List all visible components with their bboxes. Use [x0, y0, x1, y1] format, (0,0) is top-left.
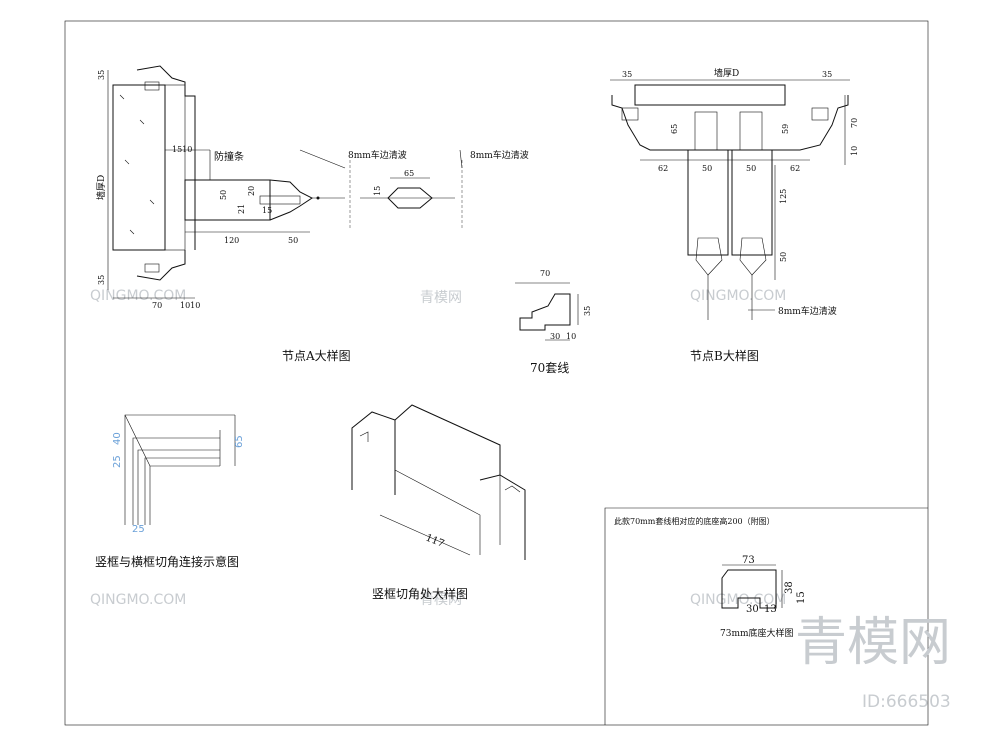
node-a-detail: 35 35 墙厚D 1510 防撞条 50 21 20 15 120 50 70…	[95, 65, 529, 363]
wall-section	[634, 84, 786, 106]
dim-text: 35	[622, 70, 632, 79]
dim-text: 65	[670, 124, 679, 134]
dim-text: 35	[583, 306, 592, 316]
watermark-cn: 青模网	[420, 290, 462, 306]
wall-section	[112, 84, 166, 251]
dim-text: 25	[112, 455, 123, 468]
dim-text: 1010	[180, 301, 200, 310]
trim-profile-bottom	[136, 250, 186, 281]
dim-text: 30	[746, 604, 759, 615]
dim-text: 120	[224, 236, 239, 245]
trim-profile-top	[136, 65, 196, 250]
trim-profile-b	[611, 95, 849, 151]
dim-text: 15	[373, 186, 382, 196]
trim-70-detail: 70 35 30 10 70套线	[515, 269, 592, 375]
glass-edge-label: 8mm车边清波	[470, 149, 529, 161]
dim-text: 70	[850, 118, 859, 128]
drawing-frame	[64, 20, 929, 726]
dim-text: 1510	[172, 145, 192, 154]
dim-text: 35	[822, 70, 832, 79]
dim-text: 10	[850, 146, 859, 156]
corner-cut-caption: 竖框切角处大样图	[372, 586, 468, 601]
dim-text: 15	[796, 591, 807, 604]
dim-text: 20	[247, 186, 256, 196]
dim-text: 38	[784, 581, 795, 594]
base-73-caption: 73mm底座大样图	[720, 627, 794, 639]
watermark-en: QINGMO.COM	[90, 288, 186, 304]
base-note: 此款70mm套线相对应的底座高200（附图）	[614, 516, 775, 526]
glass-edge-label: 8mm车边清波	[348, 149, 407, 161]
dim-text: 65	[234, 435, 245, 448]
dim-text: 30	[550, 332, 560, 341]
dim-text: 21	[237, 204, 246, 214]
dim-text: 15	[262, 206, 272, 215]
dim-text: 65	[404, 169, 414, 178]
dim-text: 70	[152, 301, 162, 310]
watermark-id: ID:666503	[862, 692, 951, 712]
trim-70-profile	[519, 293, 571, 331]
dim-text: 62	[790, 164, 800, 173]
corner-joint-caption: 竖框与横框切角连接示意图	[95, 554, 239, 569]
dim-text: 10	[566, 332, 576, 341]
dim-text: 117	[424, 533, 446, 550]
dim-text: 62	[658, 164, 668, 173]
dim-text: 50	[746, 164, 756, 173]
dim-text: 50	[702, 164, 712, 173]
corner-joint-detail: 40 25 65 25 竖框与横框切角连接示意图	[95, 414, 245, 569]
corner-cut-detail: 117 竖框切角处大样图	[351, 404, 526, 601]
dim-text: 70	[540, 269, 550, 278]
watermark-en: QINGMO.COM	[690, 288, 786, 304]
dim-text: 73	[742, 555, 755, 566]
inset-frame	[604, 507, 928, 725]
base-73-profile	[721, 569, 777, 609]
watermark-cn: 青模网	[420, 592, 462, 608]
wall-thickness-label: 墙厚D	[95, 175, 107, 200]
node-b-detail: 35 墙厚D 35 65 59 70 10 62 50 50 62 125 50…	[610, 67, 859, 363]
dim-text: 50	[779, 252, 788, 262]
base-73-detail: 此款70mm套线相对应的底座高200（附图） 73 38 15 30 13 73…	[614, 516, 807, 639]
node-b-caption: 节点B大样图	[690, 348, 759, 363]
dim-text: 50	[288, 236, 298, 245]
wall-thickness-label: 墙厚D	[714, 67, 739, 79]
trim-70-caption: 70套线	[530, 361, 569, 375]
door-frame-arm	[184, 179, 271, 221]
glass-edge-label: 8mm车边清波	[778, 305, 837, 317]
dim-text: 35	[97, 275, 106, 285]
dim-text: 35	[97, 70, 106, 80]
bumper-strip-label: 防撞条	[214, 150, 244, 163]
dim-text: 59	[781, 124, 790, 134]
watermark-en: QINGMO.COM	[90, 592, 186, 608]
node-a-caption: 节点A大样图	[282, 348, 351, 363]
dim-text: 40	[112, 432, 123, 445]
watermark-logo: 青模网	[795, 613, 951, 673]
dim-text: 125	[779, 189, 788, 204]
dim-text: 13	[764, 604, 777, 615]
dim-text: 50	[219, 190, 228, 200]
dim-text: 25	[132, 524, 145, 535]
